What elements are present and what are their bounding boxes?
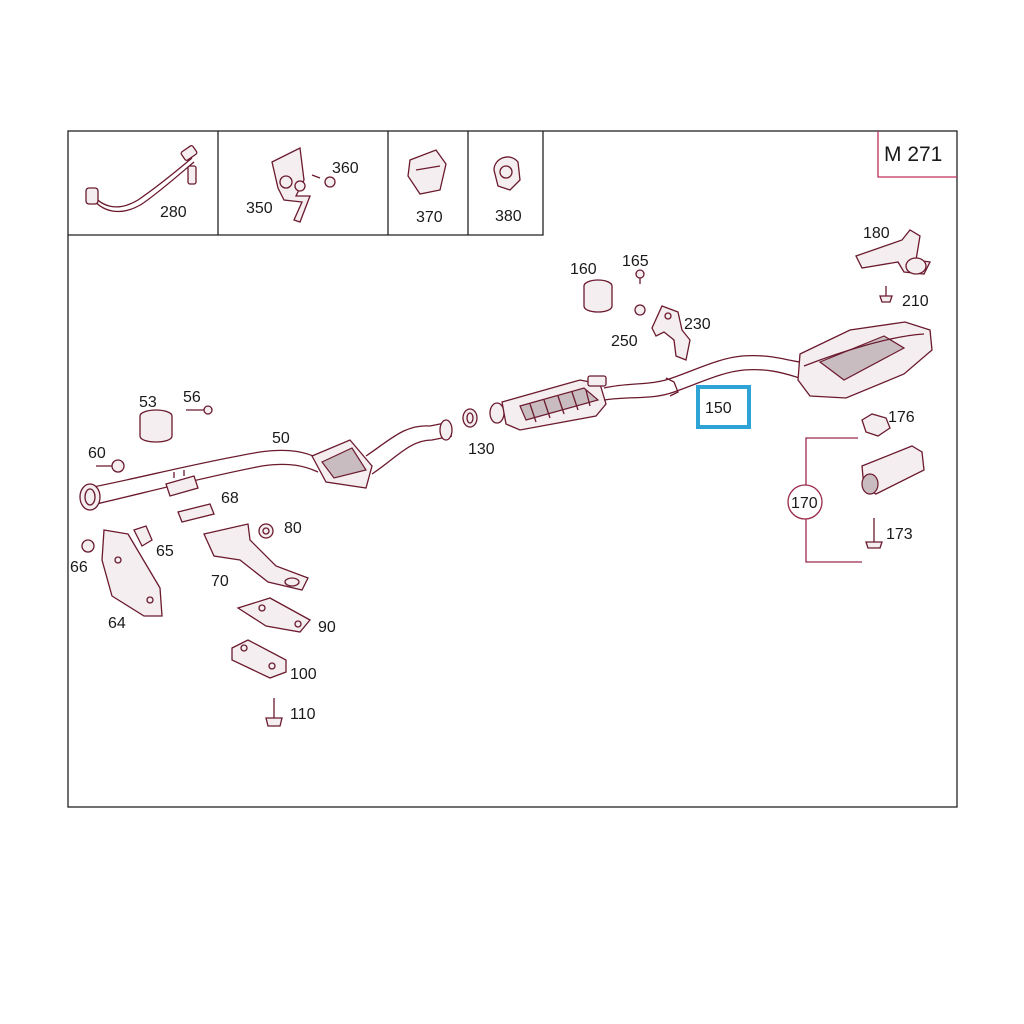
label-53: 53 xyxy=(139,394,157,411)
part-60-bolt[interactable]: 60 xyxy=(88,445,125,473)
part-68-clip[interactable]: 68 xyxy=(177,490,239,523)
part-110-screw[interactable]: 110 xyxy=(265,698,316,727)
part-56-bolt[interactable]: 56 xyxy=(183,389,213,415)
label-60: 60 xyxy=(88,445,106,462)
label-280: 280 xyxy=(160,204,187,221)
model-code-box: M 271 xyxy=(877,131,957,178)
label-230: 230 xyxy=(684,316,711,333)
diagram-frame xyxy=(67,130,958,808)
label-210: 210 xyxy=(902,293,929,310)
inset-clamp-380[interactable]: 380 xyxy=(493,156,522,225)
part-165-bolt[interactable]: 165 xyxy=(622,253,649,284)
front-catalytic-converter[interactable] xyxy=(311,419,453,489)
part-210-bolt[interactable]: 210 xyxy=(879,286,929,310)
part-66-nut[interactable]: 66 xyxy=(70,539,95,576)
label-65: 65 xyxy=(156,543,174,560)
model-code: M 271 xyxy=(884,143,942,166)
label-250: 250 xyxy=(611,333,638,350)
center-catalytic-converter[interactable] xyxy=(489,375,607,431)
part-250-nut[interactable]: 250 xyxy=(611,304,646,350)
part-130-clamp[interactable]: 130 xyxy=(462,408,495,458)
highlight-part-150[interactable]: 150 xyxy=(696,385,751,429)
label-370: 370 xyxy=(416,209,443,226)
label-170: 170 xyxy=(791,495,818,512)
part-65-clip[interactable]: 65 xyxy=(133,525,174,560)
inset-bolt-360[interactable]: 360 xyxy=(311,160,359,188)
label-90: 90 xyxy=(318,619,336,636)
part-173-screw[interactable]: 173 xyxy=(865,518,913,549)
label-176: 176 xyxy=(888,409,915,426)
rear-muffler[interactable] xyxy=(797,321,933,399)
inset-oxygen-sensor[interactable]: 280 xyxy=(85,145,198,221)
part-180-tailpipe-bracket[interactable]: 180 xyxy=(855,225,931,275)
part-90-plate[interactable]: 90 xyxy=(236,597,336,636)
label-110: 110 xyxy=(290,706,316,723)
part-170-tailpipe-trim[interactable]: 170 xyxy=(787,437,925,563)
label-173: 173 xyxy=(886,526,913,543)
label-360: 360 xyxy=(332,160,359,177)
label-350: 350 xyxy=(246,200,273,217)
part-53-rubber-mount[interactable]: 53 xyxy=(139,394,173,443)
front-pipe-hanger[interactable] xyxy=(165,470,199,497)
part-80-nut[interactable]: 80 xyxy=(258,520,302,539)
part-176-clip[interactable]: 176 xyxy=(861,409,915,437)
label-80: 80 xyxy=(284,520,302,537)
label-165: 165 xyxy=(622,253,649,270)
label-150: 150 xyxy=(705,400,732,417)
inset-clip-370[interactable]: 370 xyxy=(407,149,447,226)
part-160-rubber-mount[interactable]: 160 xyxy=(570,261,613,313)
part-150-intermediate-pipe[interactable] xyxy=(603,354,801,401)
label-160: 160 xyxy=(570,261,597,278)
label-380: 380 xyxy=(495,208,522,225)
label-130: 130 xyxy=(468,441,495,458)
part-64-heat-shield[interactable]: 64 xyxy=(101,529,163,632)
part-230-hanger[interactable]: 230 xyxy=(651,305,711,361)
part-70-bracket[interactable]: 70 xyxy=(203,523,309,591)
inset-bracket-350[interactable]: 350 xyxy=(246,147,311,223)
part-100-mount-pad[interactable]: 100 xyxy=(231,639,317,683)
label-66: 66 xyxy=(70,559,88,576)
label-68: 68 xyxy=(221,490,239,507)
label-100: 100 xyxy=(290,666,317,683)
label-56: 56 xyxy=(183,389,201,406)
label-180: 180 xyxy=(863,225,890,242)
label-70: 70 xyxy=(211,573,229,590)
inset-row xyxy=(68,131,544,236)
label-64: 64 xyxy=(108,615,126,632)
label-50: 50 xyxy=(272,430,290,447)
part-50-front-pipe[interactable]: 50 xyxy=(79,430,319,511)
